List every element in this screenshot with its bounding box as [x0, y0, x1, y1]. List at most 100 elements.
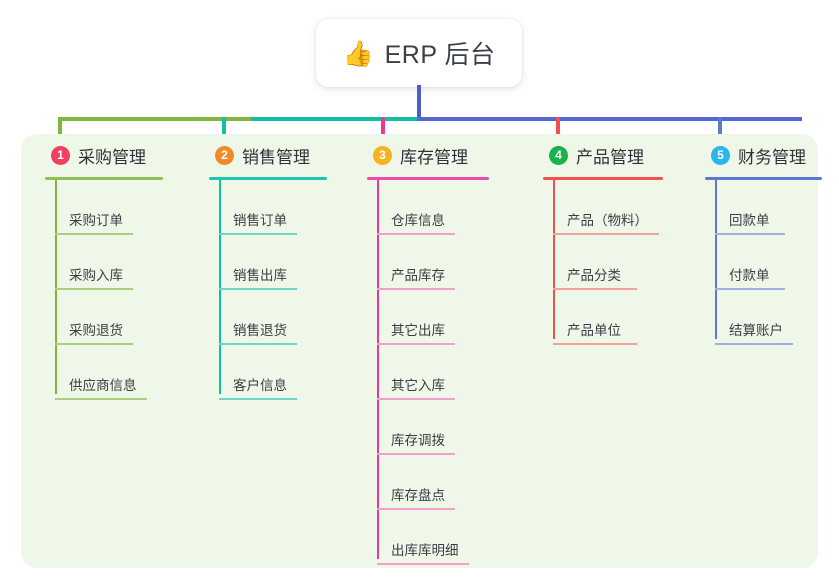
branch-item-underline	[553, 233, 659, 235]
branch-item[interactable]: 产品分类	[531, 239, 686, 294]
branch-title: 库存管理	[400, 147, 468, 167]
branch-title: 采购管理	[78, 147, 146, 167]
branch-item-underline	[55, 288, 133, 290]
branch-item[interactable]: 其它入库	[355, 349, 510, 404]
branch-item-underline	[377, 233, 455, 235]
branch-item[interactable]: 供应商信息	[33, 349, 183, 404]
branch-item-underline	[715, 233, 785, 235]
branch-item-label: 其它入库	[391, 378, 445, 393]
branch-item-label: 结算账户	[729, 323, 783, 338]
branch-column-3: 3 库存管理仓库信息产品库存其它出库其它入库库存调拨库存盘点出库库明细	[355, 142, 510, 569]
branch-item[interactable]: 产品（物料）	[531, 184, 686, 239]
branch-item-underline	[219, 288, 297, 290]
branch-rail	[553, 180, 555, 339]
branch-item-label: 库存调拨	[391, 433, 445, 448]
branch-item-label: 产品（物料）	[567, 213, 648, 228]
branch-rail	[377, 180, 379, 559]
branch-column-2: 2 销售管理销售订单销售出库销售退货客户信息	[197, 142, 347, 404]
branch-item-underline	[219, 398, 297, 400]
branch-item[interactable]: 客户信息	[197, 349, 347, 404]
branch-item-underline	[219, 233, 297, 235]
branch-item-list: 仓库信息产品库存其它出库其它入库库存调拨库存盘点出库库明细	[355, 180, 510, 569]
branch-item-label: 产品库存	[391, 268, 445, 283]
branch-item-underline	[55, 233, 133, 235]
branch-item-underline	[715, 288, 785, 290]
branch-underline	[45, 177, 163, 180]
branch-item[interactable]: 付款单	[693, 239, 839, 294]
branch-item-underline	[377, 288, 455, 290]
branch-title: 销售管理	[242, 147, 310, 167]
branch-item-underline	[377, 563, 469, 565]
branch-item-label: 销售退货	[233, 323, 287, 338]
branch-item[interactable]: 销售订单	[197, 184, 347, 239]
branch-item[interactable]: 库存调拨	[355, 404, 510, 459]
branch-item-underline	[377, 343, 455, 345]
branch-item-label: 付款单	[729, 268, 770, 283]
branch-item[interactable]: 采购入库	[33, 239, 183, 294]
branch-item-label: 回款单	[729, 213, 770, 228]
branch-item-label: 其它出库	[391, 323, 445, 338]
branch-item[interactable]: 结算账户	[693, 294, 839, 349]
branches-panel	[21, 134, 818, 568]
branch-item-list: 回款单付款单结算账户	[693, 180, 839, 349]
branch-number-badge: 2	[215, 145, 234, 165]
branch-title: 财务管理	[738, 147, 806, 167]
branch-item[interactable]: 产品单位	[531, 294, 686, 349]
branch-header[interactable]: 2 销售管理	[197, 142, 347, 168]
branch-item-label: 销售出库	[233, 268, 287, 283]
branch-item[interactable]: 采购退货	[33, 294, 183, 349]
branch-item-underline	[377, 398, 455, 400]
branch-underline	[543, 177, 663, 180]
branch-item[interactable]: 销售出库	[197, 239, 347, 294]
branch-number-badge: 4	[549, 145, 568, 165]
branch-number-badge: 5	[711, 145, 730, 165]
branch-header[interactable]: 5 财务管理	[693, 142, 839, 168]
branch-item-list: 采购订单采购入库采购退货供应商信息	[33, 180, 183, 404]
branch-item-underline	[377, 508, 455, 510]
branch-item-label: 产品分类	[567, 268, 621, 283]
branch-column-4: 4 产品管理产品（物料） 产品分类产品单位	[531, 142, 686, 349]
branch-item-label: 销售订单	[233, 213, 287, 228]
branch-item-label: 供应商信息	[69, 378, 137, 393]
branch-item-underline	[553, 288, 637, 290]
branch-rail	[715, 180, 717, 339]
branch-underline	[705, 177, 822, 180]
branch-title: 产品管理	[576, 147, 644, 167]
branch-item[interactable]: 仓库信息	[355, 184, 510, 239]
branch-item[interactable]: 其它出库	[355, 294, 510, 349]
branch-item-label: 出库库明细	[391, 543, 459, 558]
branch-item-underline	[55, 398, 147, 400]
branch-item-label: 采购入库	[69, 268, 123, 283]
branch-rail	[219, 180, 221, 394]
branch-header[interactable]: 3 库存管理	[355, 142, 510, 168]
branch-item-label: 产品单位	[567, 323, 621, 338]
branch-item[interactable]: 出库库明细	[355, 514, 510, 569]
branch-header[interactable]: 4 产品管理	[531, 142, 686, 168]
branch-item-list: 产品（物料） 产品分类产品单位	[531, 180, 686, 349]
branch-item[interactable]: 回款单	[693, 184, 839, 239]
branch-item-label: 采购订单	[69, 213, 123, 228]
branch-column-5: 5 财务管理回款单付款单结算账户	[693, 142, 839, 349]
branch-item-underline	[219, 343, 297, 345]
root-title: ERP 后台	[384, 41, 496, 69]
branch-rail	[55, 180, 57, 394]
branch-item-label: 采购退货	[69, 323, 123, 338]
branch-item-label: 库存盘点	[391, 488, 445, 503]
branch-item[interactable]: 库存盘点	[355, 459, 510, 514]
branch-item-label: 仓库信息	[391, 213, 445, 228]
branch-item[interactable]: 产品库存	[355, 239, 510, 294]
branch-item-underline	[715, 343, 793, 345]
branch-item-underline	[377, 453, 455, 455]
branch-item-underline	[553, 343, 637, 345]
branch-underline	[367, 177, 489, 180]
branch-underline	[209, 177, 327, 180]
branch-number-badge: 3	[373, 145, 392, 165]
branch-item[interactable]: 采购订单	[33, 184, 183, 239]
root-node[interactable]: 👍 ERP 后台	[316, 19, 522, 87]
branch-item-list: 销售订单销售出库销售退货客户信息	[197, 180, 347, 404]
branch-item-underline	[55, 343, 133, 345]
branch-item[interactable]: 销售退货	[197, 294, 347, 349]
